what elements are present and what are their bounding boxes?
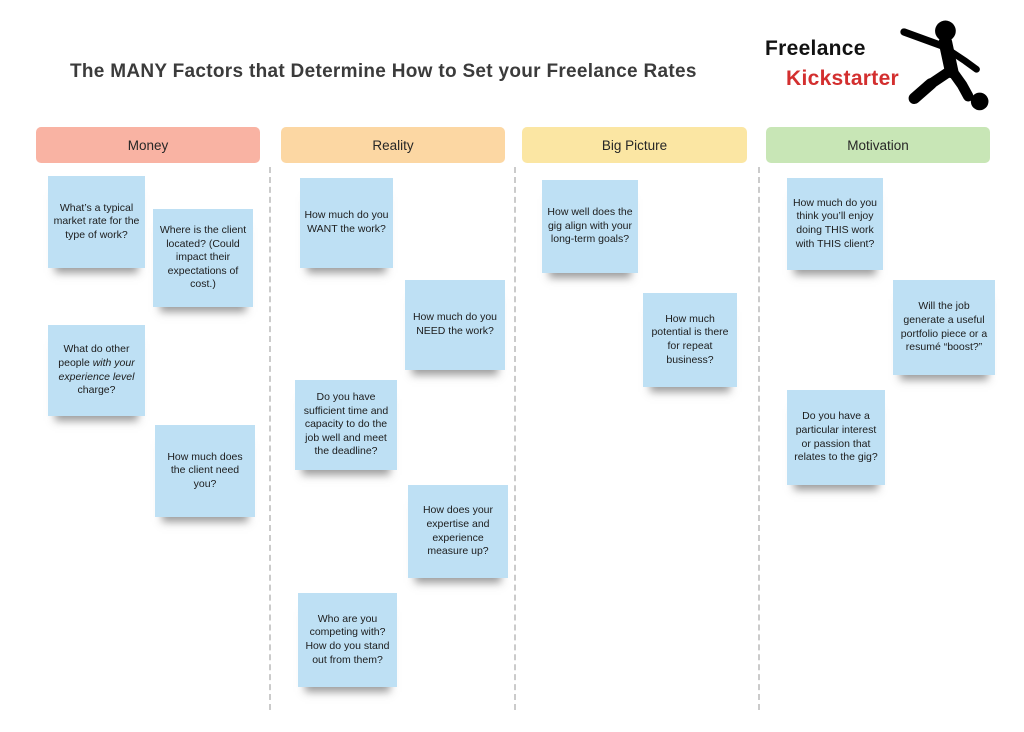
sticky-note[interactable]: What’s a typical market rate for the typ… — [48, 176, 145, 268]
page-title: The MANY Factors that Determine How to S… — [70, 61, 697, 82]
column-divider — [269, 167, 271, 710]
sticky-note[interactable]: Will the job generate a useful portfolio… — [893, 280, 995, 375]
sticky-note-text: Do you have a particular interest or pas… — [794, 410, 878, 464]
sticky-note-text: Do you have sufficient time and capacity… — [303, 390, 389, 458]
sticky-note[interactable]: How well does the gig align with your lo… — [542, 180, 638, 273]
brand-name-freelance: Freelance — [765, 37, 866, 60]
kicking-player-icon — [900, 20, 989, 111]
sticky-note[interactable]: Do you have a particular interest or pas… — [787, 390, 885, 485]
sticky-note-text: What’s a typical market rate for the typ… — [53, 201, 140, 241]
sticky-note-text: How much potential is there for repeat b… — [651, 312, 729, 366]
sticky-note-text: How much does the client need you? — [167, 450, 243, 490]
sticky-note-text: How does your expertise and experience m… — [422, 504, 494, 558]
sticky-note-text: Will the job generate a useful portfolio… — [900, 300, 988, 354]
sticky-note[interactable]: How much do you NEED the work? — [405, 280, 505, 370]
brand-name-kickstarter: Kickstarter — [786, 67, 900, 90]
column-header-money[interactable]: Money — [36, 127, 260, 163]
column-header-motivation[interactable]: Motivation — [766, 127, 990, 163]
sticky-note[interactable]: How much do you WANT the work? — [300, 178, 393, 268]
sticky-note-text: How much do you WANT the work? — [304, 209, 389, 235]
sticky-note[interactable]: How much does the client need you? — [155, 425, 255, 517]
sticky-note-text: How much do you think you’ll enjoy doing… — [792, 196, 878, 250]
sticky-note[interactable]: How much potential is there for repeat b… — [643, 293, 737, 387]
sticky-note-text: What do other people with your experienc… — [58, 343, 135, 397]
sticky-note[interactable]: Who are you competing with? How do you s… — [298, 593, 397, 687]
column-header-big-picture[interactable]: Big Picture — [522, 127, 747, 163]
sticky-note-text: Where is the client located? (Could impa… — [159, 223, 247, 291]
column-header-reality[interactable]: Reality — [281, 127, 505, 163]
sticky-note-text: How much do you NEED the work? — [412, 311, 498, 337]
sticky-note[interactable]: How much do you think you’ll enjoy doing… — [787, 178, 883, 270]
sticky-note-text: Who are you competing with? How do you s… — [305, 612, 390, 666]
sticky-note[interactable]: Do you have sufficient time and capacity… — [295, 380, 397, 470]
sticky-note[interactable]: How does your expertise and experience m… — [408, 485, 508, 578]
brand-logo: Freelance Kickstarter — [740, 0, 1024, 125]
sticky-note-text: How well does the gig align with your lo… — [547, 206, 633, 246]
column-divider — [758, 167, 760, 710]
sticky-note[interactable]: What do other people with your experienc… — [48, 325, 145, 416]
sticky-note[interactable]: Where is the client located? (Could impa… — [153, 209, 253, 307]
column-divider — [514, 167, 516, 710]
